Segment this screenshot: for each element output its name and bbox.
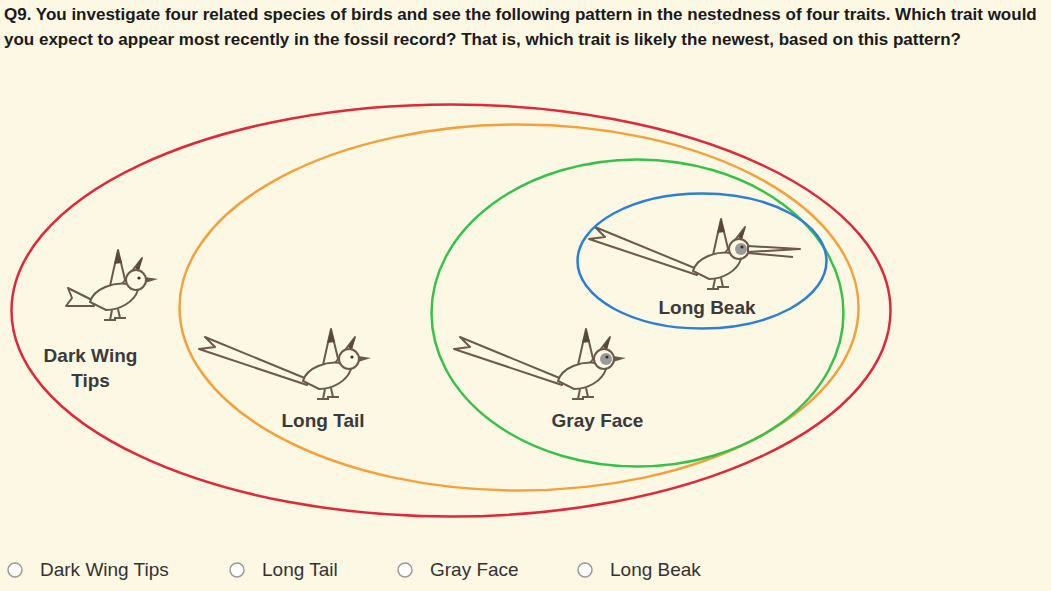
bird-figure (454, 329, 626, 399)
answer-option: Long Tail (262, 558, 338, 582)
trait-label: Long Tail (258, 408, 388, 433)
trait-ellipse: Dark Wing TipsLong Tail Gray Face Long Bea… (10, 103, 892, 518)
ellipse-outline (10, 103, 892, 518)
trait-label: Gray Face (530, 408, 665, 433)
trait-label: Long Beak (642, 295, 772, 320)
bird-figure (199, 329, 371, 399)
trait-ellipse: Long Tail Gray Face Long Beak (178, 123, 860, 492)
answer-option: Long Beak (610, 558, 701, 582)
trait-label: Dark Wing Tips (28, 343, 153, 393)
bird-figure (66, 250, 158, 320)
answer-option: Gray Face (430, 558, 519, 582)
trait-ellipse: Gray Face Long Beak (430, 158, 845, 468)
answer-option: Dark Wing Tips (40, 558, 169, 582)
bird-figure (589, 219, 800, 289)
trait-ellipse: Long Beak (576, 192, 828, 330)
question-text: Q9. You investigate four related species… (4, 2, 1044, 52)
